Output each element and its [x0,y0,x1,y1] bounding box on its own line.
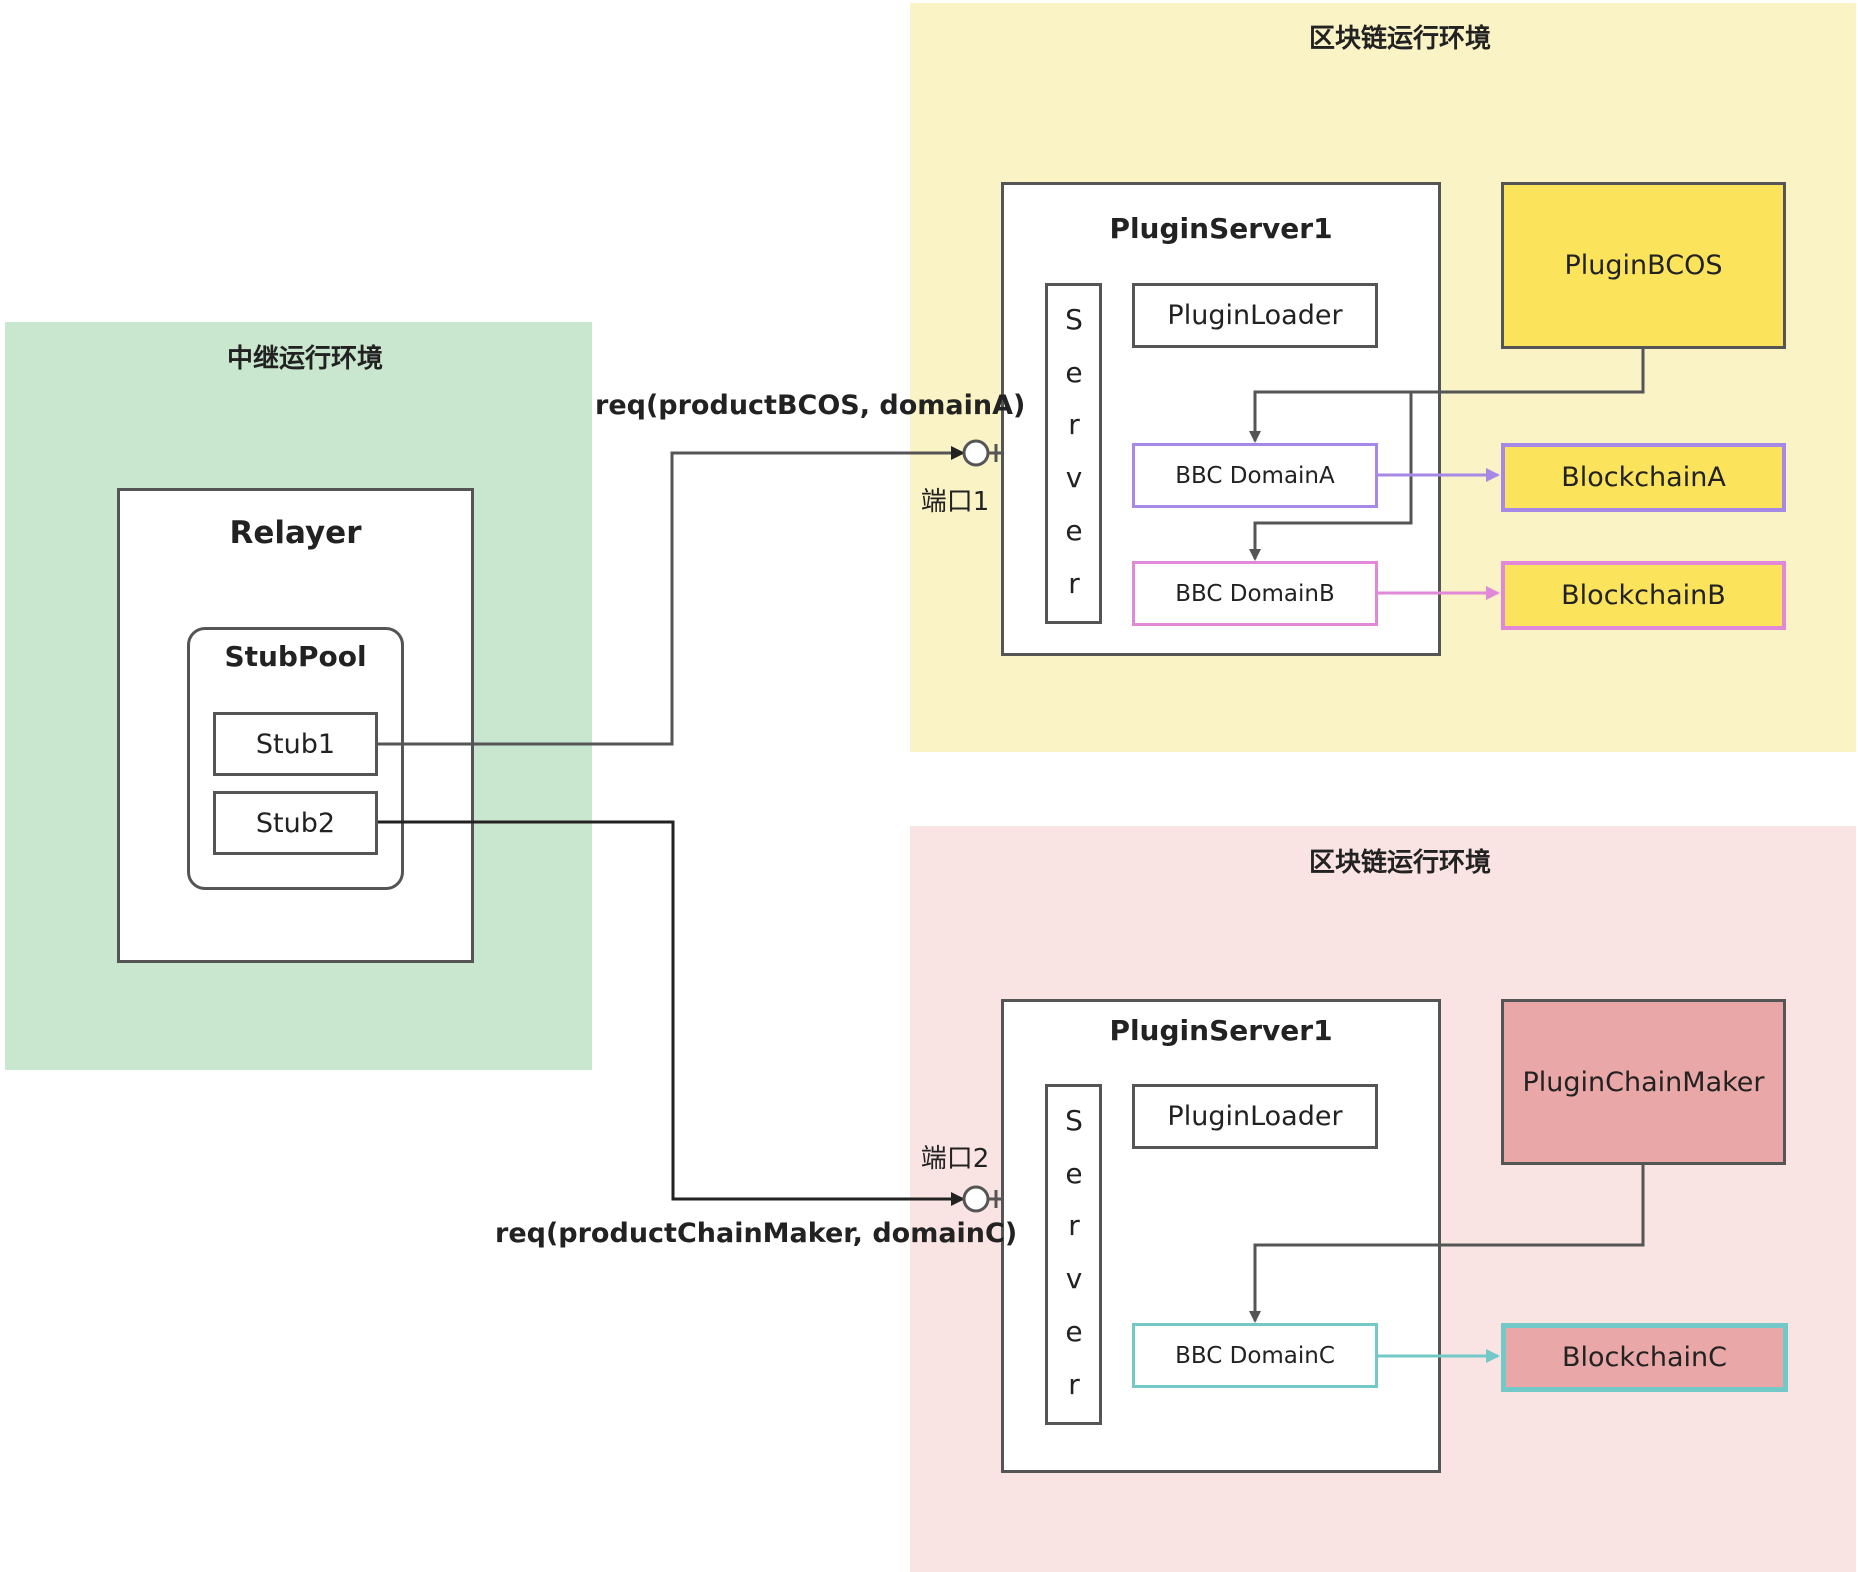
plugin-loader-1: PluginLoader [1132,283,1378,348]
bbc-domain-c: BBC DomainC [1132,1323,1378,1388]
bbc-domain-c-label: BBC DomainC [1175,1342,1335,1369]
plugin-chainmaker-label: PluginChainMaker [1522,1066,1765,1098]
server-letter: e [1065,514,1083,547]
bbc-domain-a-label: BBC DomainA [1175,462,1335,489]
port-2-label: 端口2 [920,1144,990,1174]
server-column-1 [1045,283,1102,624]
plugin-bcos-label: PluginBCOS [1564,250,1723,281]
server-letter: r [1068,1368,1080,1401]
server-letter: e [1065,1157,1083,1190]
bbc-domain-b-label: BBC DomainB [1175,580,1335,607]
stub2-to-port2-connector [378,820,965,1206]
blockchain-a: BlockchainA [1501,443,1786,512]
stubpool-title: StubPool [224,640,367,673]
blockchain-c: BlockchainC [1501,1323,1788,1392]
server-letter: r [1068,567,1080,600]
port-2-icon [962,1185,990,1213]
plugin-bcos-to-domain-a-connector [1249,349,1645,443]
server-letter: v [1065,461,1083,494]
blockchain-b-label: BlockchainB [1561,580,1726,611]
stub2-box: Stub2 [213,791,378,855]
plugin-chainmaker: PluginChainMaker [1501,999,1786,1165]
plugin-loader-2: PluginLoader [1132,1084,1378,1149]
chain-environment-2-title: 区块链运行环境 [1308,848,1491,878]
plugin-server-2-title: PluginServer1 [1109,1014,1333,1047]
server-letter: v [1065,1262,1083,1295]
relayer-title: Relayer [229,515,362,551]
relay-environment-title: 中继运行环境 [226,344,383,374]
plugin-bcos: PluginBCOS [1501,182,1786,349]
server-letter: S [1065,303,1083,336]
bbc-domain-b: BBC DomainB [1132,561,1378,626]
server-letter: e [1065,1315,1083,1348]
server-letter: r [1068,408,1080,441]
stub1-box: Stub1 [213,712,378,776]
server-letter: e [1065,356,1083,389]
server-letter: r [1068,1209,1080,1242]
server-column-2 [1045,1084,1102,1425]
blockchain-a-label: BlockchainA [1561,462,1726,493]
stub1-label: Stub1 [255,728,336,760]
stub1-to-port1-connector [378,446,965,746]
blockchain-c-label: BlockchainC [1562,1342,1727,1373]
request-2-label: req(productChainMaker, domainC) [495,1218,1018,1249]
plugin-chainmaker-to-domain-c-connector [1249,1165,1645,1323]
port-1-label: 端口1 [920,487,990,517]
plugin-server-1-title: PluginServer1 [1109,212,1333,245]
plugin-loader-2-label: PluginLoader [1167,1101,1343,1132]
plugin-loader-1-label: PluginLoader [1167,300,1343,331]
server-letter: S [1065,1104,1083,1137]
request-1-label: req(productBCOS, domainA) [595,390,1026,421]
plugin-bcos-to-domain-b-connector [1249,392,1413,561]
bbc-domain-a: BBC DomainA [1132,443,1378,508]
blockchain-b: BlockchainB [1501,561,1786,630]
stub2-label: Stub2 [255,807,336,839]
port-1-icon [962,439,990,467]
chain-environment-1-title: 区块链运行环境 [1308,24,1491,54]
